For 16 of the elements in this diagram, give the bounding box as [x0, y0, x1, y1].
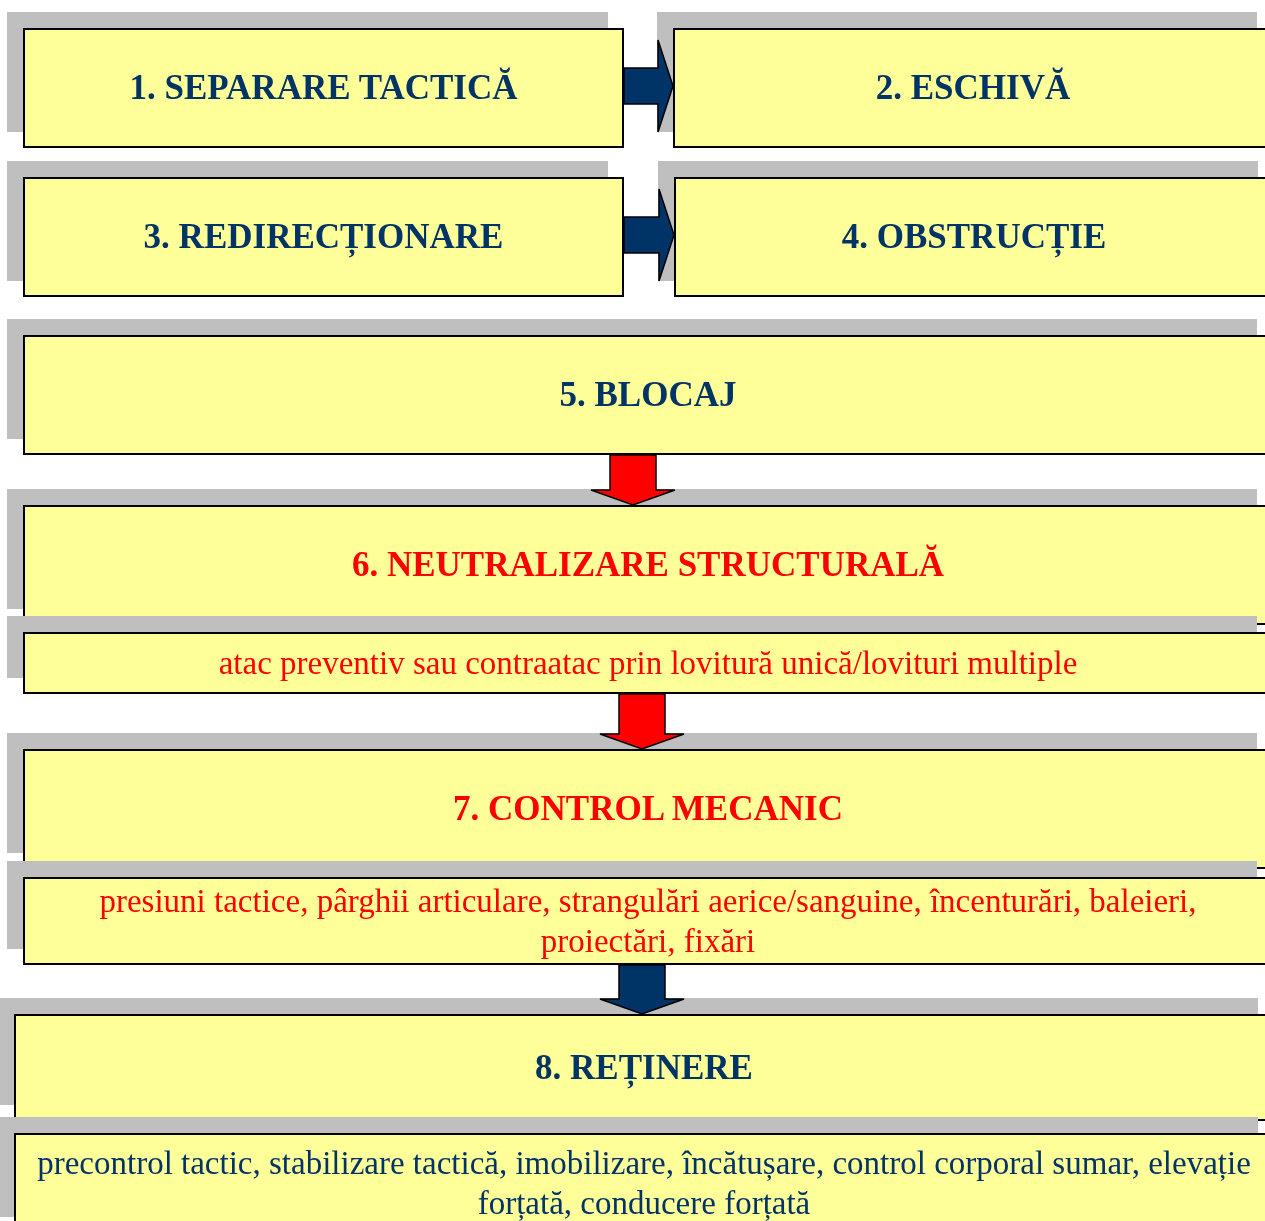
- block-arrow: [590, 454, 676, 506]
- step-title: 1. SEPARARE TACTICĂ: [129, 68, 518, 108]
- step-title: 7. CONTROL MECANIC: [453, 789, 843, 829]
- step-title: 2. ESCHIVĂ: [875, 68, 1071, 108]
- step-title: 3. REDIRECȚIONARE: [143, 217, 504, 257]
- block-arrow: [623, 39, 674, 133]
- step-title: 4. OBSTRUCȚIE: [841, 217, 1107, 257]
- step-description: atac preventiv sau contraatac prin lovitură unică/lovituri multiple: [218, 643, 1078, 683]
- step-description: precontrol tactic, stabilizare tactică, imobilizare, încătușare, control corporal sumar, elevație forțată, conducere forțată: [36, 1143, 1252, 1221]
- block-arrow: [623, 188, 675, 282]
- step-description: presiuni tactice, pârghii articulare, strangulări aerice/sanguine, încenturări, baleieri, proiectări, fixări: [98, 881, 1198, 961]
- block-arrow: [599, 693, 685, 750]
- step-title: 6. NEUTRALIZARE STRUCTURALĂ: [351, 545, 945, 585]
- step-title: 8. REȚINERE: [535, 1047, 753, 1088]
- step-title: 5. BLOCAJ: [559, 375, 737, 415]
- block-arrow: [599, 964, 685, 1015]
